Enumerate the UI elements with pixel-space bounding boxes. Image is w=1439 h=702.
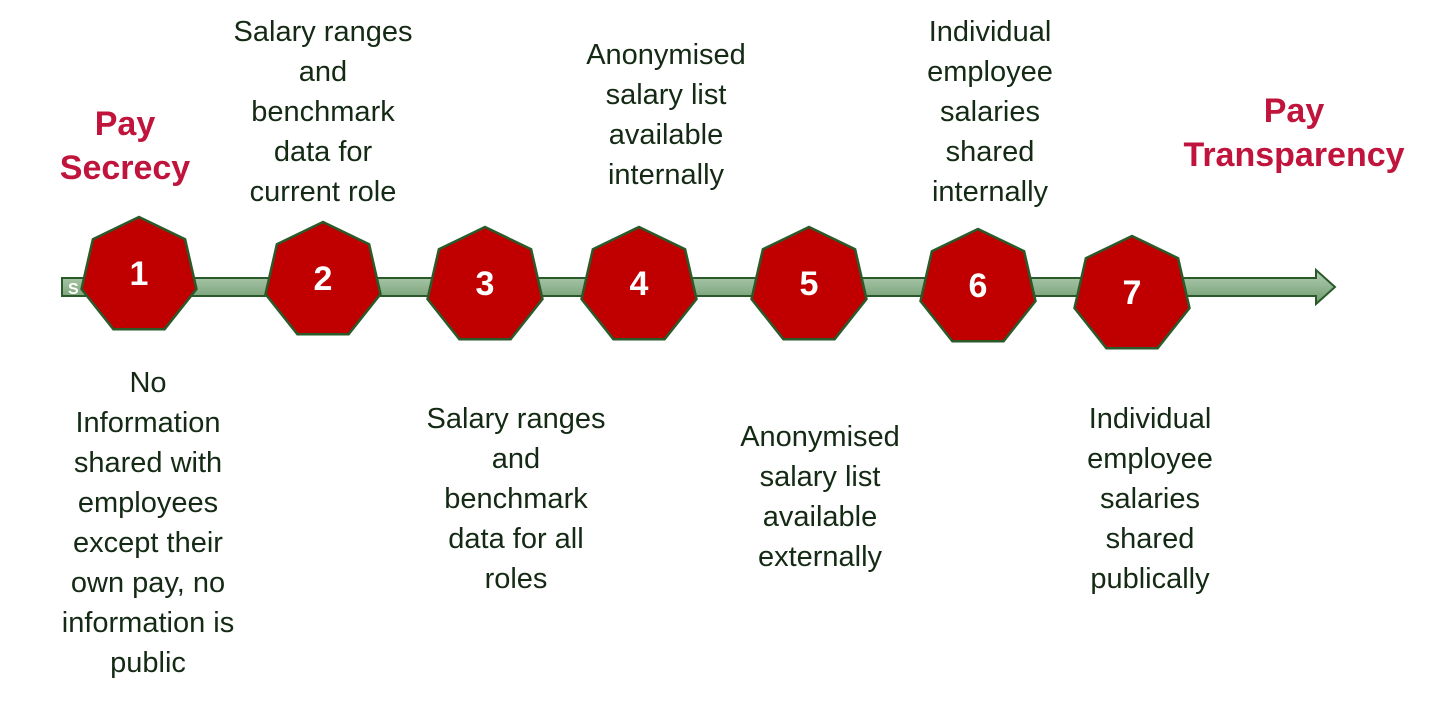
description-line: Salary ranges: [233, 16, 413, 48]
description-line: Anonymised: [740, 421, 900, 453]
heptagon-marker: [580, 225, 698, 341]
pay-secrecy-title: Pay Secrecy: [60, 102, 190, 190]
step-5-description: Anonymised salary list available externally: [740, 417, 900, 577]
heptagon-marker: [750, 225, 868, 341]
description-line: shared: [1105, 523, 1195, 555]
pay-transparency-title: Pay Transparency: [1183, 89, 1404, 177]
description-line: Salary ranges: [426, 403, 606, 435]
step-6: 6: [919, 227, 1037, 343]
description-line: salaries: [940, 96, 1040, 128]
heptagon-marker: [80, 215, 198, 331]
description-line: publically: [1090, 563, 1210, 595]
step-6-description: Individual employee salaries shared internal…: [927, 12, 1053, 212]
description-line: Individual: [928, 16, 1052, 48]
step-3: 3: [426, 225, 544, 341]
step-number: 3: [476, 265, 495, 303]
step-4: 4: [580, 225, 698, 341]
heptagon-marker: [264, 220, 382, 336]
description-line: current role: [249, 176, 397, 208]
step-number: 6: [969, 267, 988, 305]
title-line: Pay: [94, 105, 156, 143]
step-number: 2: [314, 260, 333, 298]
description-line: shared: [945, 136, 1035, 168]
title-line: Transparency: [1183, 136, 1405, 174]
step-2: 2: [264, 220, 382, 336]
description-line: roles: [484, 563, 548, 595]
description-line: information is: [61, 607, 235, 639]
heptagon-marker: [1073, 234, 1191, 350]
description-line: public: [110, 647, 186, 679]
step-7-description: Individual employee salaries shared publical…: [1087, 399, 1213, 599]
step-7: 7: [1073, 234, 1191, 350]
description-line: Individual: [1088, 403, 1212, 435]
step-number: 1: [130, 255, 149, 293]
description-line: salary list: [605, 79, 727, 111]
description-line: available: [762, 501, 878, 533]
description-line: Anonymised: [586, 39, 746, 71]
heptagon-marker: [919, 227, 1037, 343]
step-1: 1: [80, 215, 198, 331]
title-line: Secrecy: [59, 149, 191, 187]
step-2-description: Salary ranges and benchmark data for current…: [234, 12, 413, 212]
description-line: and: [491, 443, 541, 475]
step-3-description: Salary ranges and benchmark data for all rol…: [427, 399, 606, 599]
description-line: own pay, no: [70, 567, 226, 599]
description-line: Information: [75, 407, 221, 439]
description-line: employees: [77, 487, 219, 519]
description-line: externally: [757, 541, 883, 573]
description-line: benchmark: [444, 483, 588, 515]
description-line: internally: [607, 159, 725, 191]
description-line: available: [608, 119, 724, 151]
arrow-label: S: [68, 281, 79, 298]
description-line: shared with: [73, 447, 223, 479]
description-line: salaries: [1100, 483, 1200, 515]
description-line: employee: [927, 56, 1053, 88]
step-number: 5: [800, 265, 819, 303]
title-line: Pay: [1263, 92, 1325, 130]
description-line: salary list: [759, 461, 881, 493]
description-line: data for all: [448, 523, 584, 555]
step-5: 5: [750, 225, 868, 341]
description-line: except their: [73, 527, 223, 559]
description-line: and: [298, 56, 348, 88]
step-number: 4: [630, 265, 649, 303]
step-number: 7: [1123, 274, 1142, 312]
description-line: benchmark: [251, 96, 395, 128]
heptagon-marker: [426, 225, 544, 341]
description-line: data for: [273, 136, 373, 168]
step-4-description: Anonymised salary list available internally: [586, 35, 746, 195]
description-line: No: [129, 367, 167, 399]
description-line: internally: [931, 176, 1049, 208]
description-line: employee: [1087, 443, 1213, 475]
